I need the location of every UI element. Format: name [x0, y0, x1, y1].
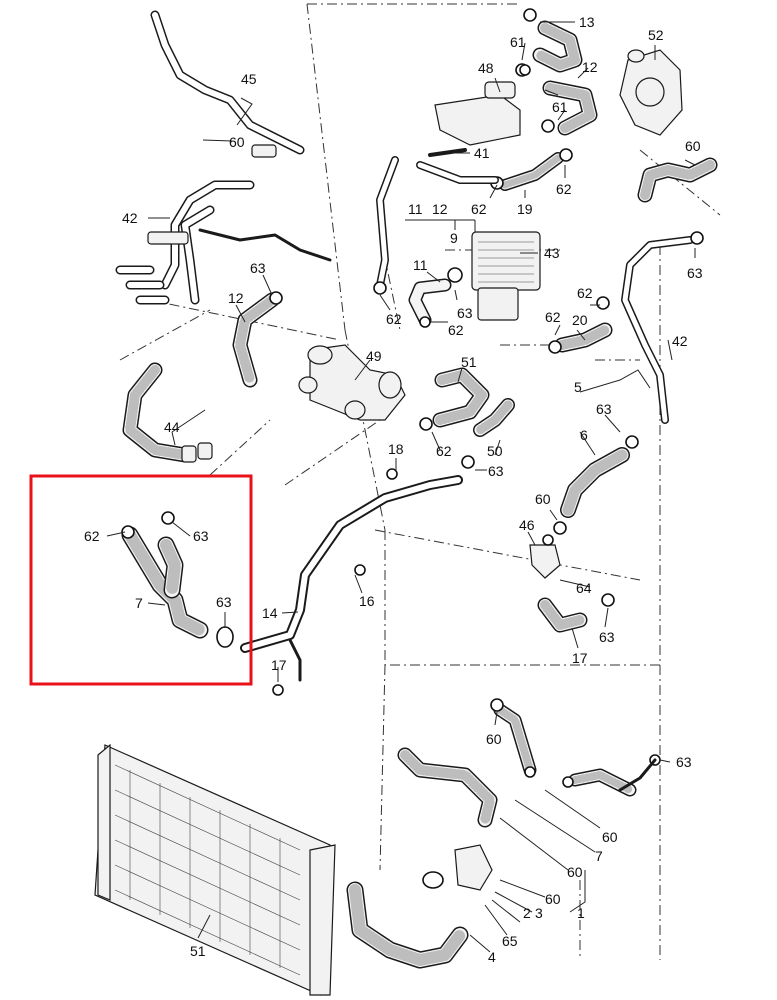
callout-22: 41	[474, 145, 490, 161]
callout-63f: 63	[193, 528, 209, 544]
pipe-15	[240, 468, 463, 696]
callout-61: 61	[510, 34, 526, 50]
radiator-50	[94, 743, 336, 996]
hose-52	[637, 157, 718, 203]
callout-63h: 63	[599, 629, 615, 645]
callout-50: 51	[190, 943, 206, 959]
flange-44	[529, 534, 561, 579]
callout-1: 1	[577, 905, 585, 921]
callout-4: 4	[488, 949, 496, 965]
callout-13: 12	[582, 59, 598, 75]
hose-11	[373, 278, 452, 328]
callout-16b: 17	[271, 657, 287, 673]
callout-18: 17	[572, 650, 588, 666]
callout-62e: 62	[545, 309, 561, 325]
hose-12-upper	[232, 291, 283, 388]
callout-6: 6	[580, 427, 588, 443]
callout-labels: 13 52 61 48 12 45 61 60 41 60 62 11 12 6…	[84, 14, 703, 965]
callout-9: 7	[135, 595, 143, 611]
hose-48	[461, 398, 515, 469]
callout-60e: 60	[567, 864, 583, 880]
callout-49: 51	[461, 354, 477, 370]
callout-17: 18	[388, 441, 404, 457]
callout-63g: 63	[216, 594, 232, 610]
callout-62g: 62	[436, 443, 452, 459]
callout-43: 45	[241, 71, 257, 87]
callout-42: 44	[164, 419, 180, 435]
hose-49	[419, 367, 490, 431]
callout-44: 46	[519, 517, 535, 533]
callout-62h: 62	[84, 528, 100, 544]
egr-cooler-45	[434, 63, 529, 146]
callout-60f: 60	[545, 891, 561, 907]
callout-11a: 11	[408, 201, 423, 217]
callout-48: 50	[487, 443, 503, 459]
assembly-boundary-lines	[119, 3, 721, 960]
callout-12a: 12	[432, 201, 448, 217]
callout-7: 7	[595, 848, 603, 864]
callout-12b: 12	[228, 290, 244, 306]
hose-6	[553, 435, 639, 535]
callout-16a: 16	[359, 593, 375, 609]
callout-62a: 62	[556, 181, 572, 197]
callout-63d: 63	[596, 401, 612, 417]
callout-41: 43	[544, 245, 560, 261]
coolant-flange-46	[298, 344, 406, 421]
callout-60b: 60	[535, 491, 551, 507]
callout-5: 5	[574, 379, 582, 395]
callout-46: 49	[366, 348, 382, 364]
callout-14: 13	[579, 14, 595, 30]
callout-51: 52	[648, 27, 664, 43]
callout-63b: 63	[687, 265, 703, 281]
hoses-upper-right	[376, 8, 598, 289]
callout-61b: 61	[552, 99, 568, 115]
hose-9	[121, 511, 234, 648]
callout-62b: 62	[471, 201, 487, 217]
callout-60c: 60	[486, 731, 502, 747]
callout-45: 48	[478, 60, 494, 76]
callout-62d: 62	[386, 311, 402, 327]
callout-63e: 63	[488, 463, 504, 479]
callout-65: 65	[502, 933, 518, 949]
callout-60d: 60	[602, 829, 618, 845]
pump-51	[619, 49, 683, 136]
callout-20: 20	[572, 312, 588, 328]
callout-2: 2	[523, 905, 531, 921]
callout-52: 60	[685, 138, 701, 154]
oil-cooler-41	[447, 231, 541, 321]
leader-lines	[106, 21, 696, 953]
callout-62c: 62	[577, 285, 593, 301]
callout-19: 19	[517, 201, 533, 217]
callout-23: 42	[672, 333, 688, 349]
pipe-5	[621, 231, 704, 424]
pipe-harness-40-43	[115, 10, 332, 305]
callout-10: 9	[450, 230, 458, 246]
callout-40: 42	[122, 210, 138, 226]
callout-15: 14	[262, 605, 278, 621]
hoses-lower	[346, 698, 661, 969]
callout-3: 3	[535, 905, 543, 921]
hose-18	[537, 593, 615, 633]
callout-64: 64	[576, 580, 592, 596]
highlight-frame	[29, 474, 253, 686]
callout-11b: 11	[413, 257, 428, 273]
callout-63a: 63	[250, 260, 266, 276]
callout-63c: 63	[457, 305, 473, 321]
callout-63i: 63	[676, 754, 692, 770]
callout-60a: 60	[229, 134, 245, 150]
hose-42	[122, 362, 213, 463]
callout-62f: 62	[448, 322, 464, 338]
